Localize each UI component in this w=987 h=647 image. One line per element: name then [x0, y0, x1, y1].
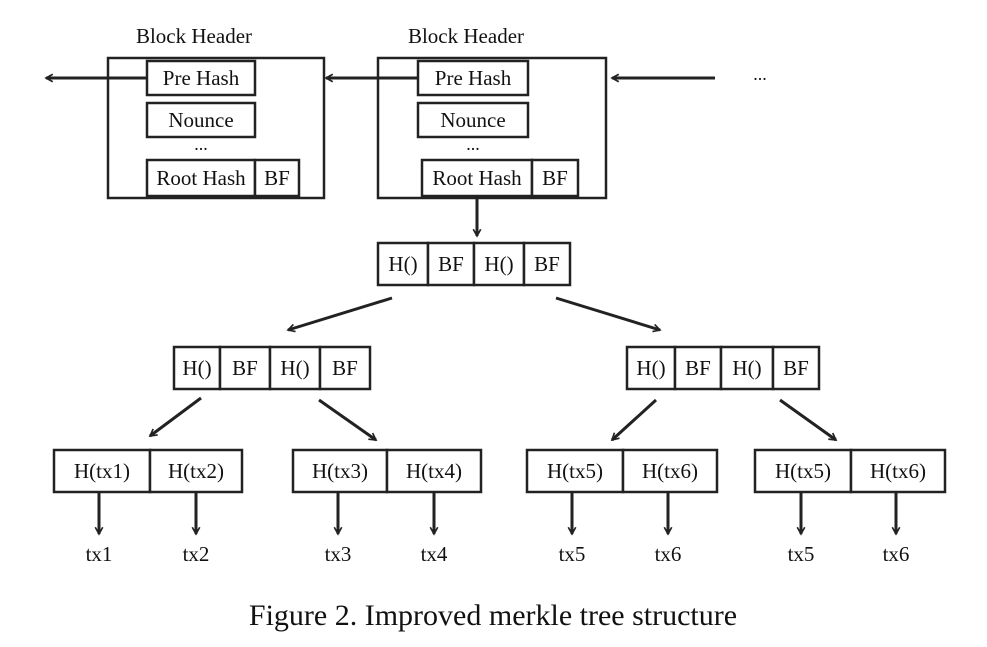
leaf-hash-cell [525, 448, 625, 494]
branch-arrow [779, 398, 836, 442]
leaf-hash-cell [849, 448, 947, 494]
leaf-node-2: H(tx3) H(tx4) [291, 448, 483, 494]
bf-cell [218, 345, 272, 391]
bf-cell [318, 345, 372, 391]
branch-arrow [318, 398, 376, 442]
leaf-hash-cell [291, 448, 389, 494]
branch-arrow [612, 398, 658, 440]
leaf-node-3: H(tx5) H(tx6) [525, 448, 719, 494]
bf-cell-label: BF [534, 252, 560, 276]
bf-cell [673, 345, 723, 391]
bf-cell [426, 241, 476, 287]
bf-cell-label: BF [232, 356, 258, 380]
root-bf-label: BF [542, 166, 568, 190]
block-header-2: Block Header Pre Hash Nounce ... Root Ha… [376, 24, 608, 200]
root-bf-field [253, 158, 301, 198]
hash-cell-label: H() [484, 252, 513, 276]
bf-cell-label: BF [332, 356, 358, 380]
root-to-right-arrow [555, 296, 660, 330]
header-ellipsis: ... [194, 134, 208, 154]
nounce-field [145, 101, 257, 139]
root-hash-label: Root Hash [156, 166, 246, 190]
tree-node-left: H() BF H() BF [172, 345, 372, 391]
leaf-hash-cell [385, 448, 483, 494]
hash-cell [625, 345, 677, 391]
bf-cell [771, 345, 821, 391]
hash-cell-label: H() [388, 252, 417, 276]
leaf-hash-label: H(tx5) [547, 459, 603, 483]
root-hash-label: Root Hash [432, 166, 522, 190]
figure-caption: Figure 2. Improved merkle tree structure [249, 599, 737, 632]
block-header-1: Block Header Pre Hash Nounce ... Root Ha… [106, 24, 326, 200]
block-header-title: Block Header [408, 24, 524, 48]
hash-cell-label: H() [732, 356, 761, 380]
nounce-label: Nounce [168, 108, 233, 132]
leaf-hash-label: H(tx3) [312, 459, 368, 483]
leaf-hash-label: H(tx6) [870, 459, 926, 483]
header-ellipsis: ... [466, 134, 480, 154]
leaf-hash-label: H(tx6) [642, 459, 698, 483]
transaction-label: tx6 [655, 542, 682, 566]
root-bf-label: BF [264, 166, 290, 190]
hash-cell-label: H() [182, 356, 211, 380]
leaf-hash-cell [148, 448, 244, 494]
transaction-label: tx5 [559, 542, 586, 566]
transaction-label: tx5 [788, 542, 815, 566]
tree-root-node: H() BF H() BF [376, 241, 572, 287]
hash-cell [172, 345, 222, 391]
incoming-ellipsis: ... [753, 64, 767, 84]
nounce-field [416, 101, 530, 139]
leaf-hash-cell [753, 448, 853, 494]
transaction-label: tx1 [86, 542, 113, 566]
pre-hash-label: Pre Hash [163, 66, 240, 90]
leaf-hash-label: H(tx5) [775, 459, 831, 483]
block-header-frame [376, 56, 608, 200]
leaf-node-1: H(tx1) H(tx2) [52, 448, 244, 494]
bf-cell-label: BF [438, 252, 464, 276]
tree-node-right: H() BF H() BF [625, 345, 821, 391]
hash-cell-label: H() [280, 356, 309, 380]
root-bf-field [530, 158, 580, 198]
leaf-node-4: H(tx5) H(tx6) [753, 448, 947, 494]
root-hash-field [420, 158, 534, 198]
transaction-label: tx6 [883, 542, 910, 566]
nounce-label: Nounce [440, 108, 505, 132]
transaction-label: tx2 [183, 542, 210, 566]
leaf-hash-cell [52, 448, 152, 494]
pre-hash-label: Pre Hash [435, 66, 512, 90]
bf-cell [522, 241, 572, 287]
block-header-title: Block Header [136, 24, 252, 48]
root-to-left-arrow [288, 296, 393, 330]
leaf-hash-label: H(tx1) [74, 459, 130, 483]
leaf-hash-cell [621, 448, 719, 494]
branch-arrow [150, 396, 202, 438]
bf-cell-label: BF [783, 356, 809, 380]
leaf-hash-label: H(tx4) [406, 459, 462, 483]
bf-cell-label: BF [685, 356, 711, 380]
transaction-label: tx3 [325, 542, 352, 566]
hash-cell-label: H() [636, 356, 665, 380]
block-header-frame [106, 56, 326, 200]
transaction-label: tx4 [421, 542, 448, 566]
hash-cell [268, 345, 322, 391]
leaf-hash-label: H(tx2) [168, 459, 224, 483]
